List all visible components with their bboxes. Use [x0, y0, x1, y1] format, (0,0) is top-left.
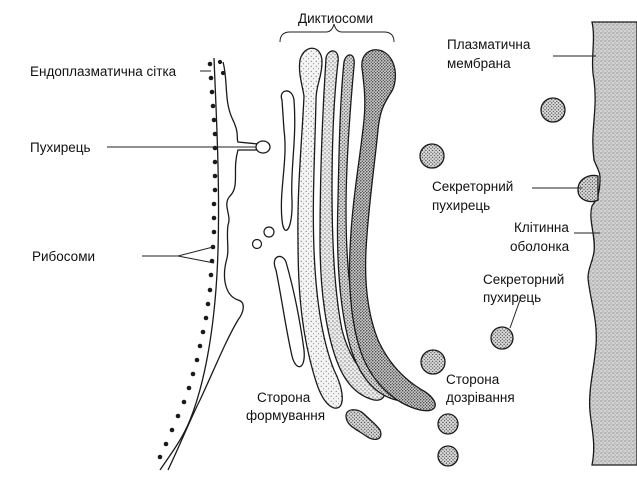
label-maturing-side-2: дозрівання: [446, 390, 515, 405]
label-plasma-membrane-1: Плазматична: [447, 37, 531, 52]
small-vesicle: [251, 238, 263, 250]
secretory-vesicles: [419, 97, 566, 467]
er-outer-membrane: [159, 57, 220, 471]
label-forming-side-1: Сторона: [257, 390, 311, 405]
er-inner-membrane: [167, 61, 259, 471]
label-secretory-vesicle-b-1: Секреторний: [483, 272, 564, 287]
cisterna-cis-2: [273, 255, 305, 368]
label-ribosomes: Рибосоми: [32, 249, 95, 264]
cell-wall: [587, 21, 637, 466]
label-dictyosomes: Диктиосоми: [298, 11, 373, 26]
label-plasma-membrane-2: мембрана: [447, 56, 511, 71]
fusing-vesicle: [577, 174, 599, 203]
endoplasmic-reticulum: [157, 57, 259, 471]
transport-vesicle: [255, 140, 271, 154]
cisterna-3: [297, 47, 343, 409]
label-secretory-vesicle-b-2: пухирець: [483, 290, 541, 305]
label-secretory-vesicle-a-2: пухирець: [432, 198, 490, 213]
small-vesicle: [263, 226, 275, 238]
dictyosome-stack: [273, 23, 436, 441]
leader-lines: [107, 55, 600, 329]
cisterna-trans: [348, 49, 436, 412]
label-forming-side-2: формування: [246, 408, 325, 423]
label-cell-wall-1: Клітинна: [514, 220, 569, 235]
label-secretory-vesicle-a-1: Секреторний: [432, 179, 513, 194]
label-vesicle: Пухирець: [30, 140, 91, 155]
label-endoplasmic-reticulum: Ендоплазматична сітка: [30, 64, 177, 79]
cisterna-cis-1: [280, 90, 296, 232]
label-cell-wall-2: оболонка: [510, 239, 570, 254]
ribosomes: [157, 59, 226, 460]
budding-vesicle: [345, 409, 382, 441]
label-maturing-side-1: Сторона: [446, 372, 500, 387]
dictyosome-bracket: [279, 23, 395, 43]
